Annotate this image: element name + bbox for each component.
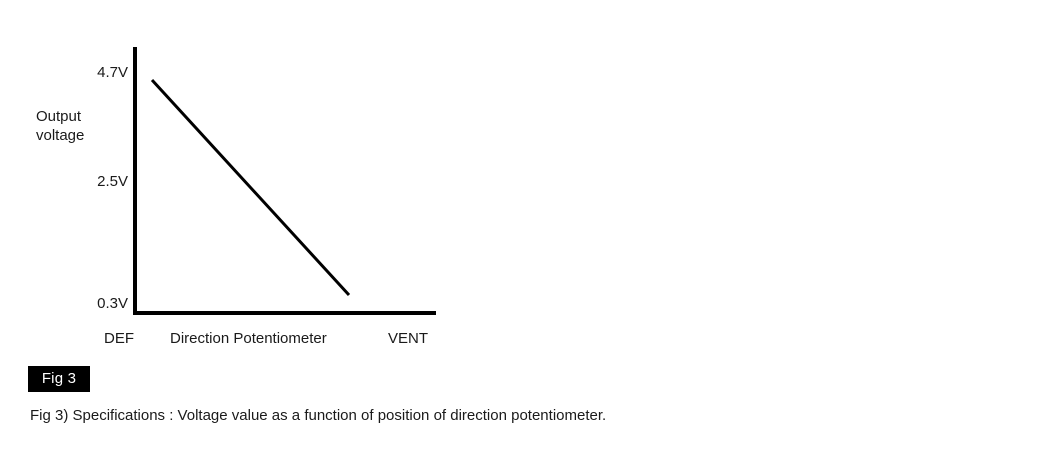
chart-plot-area: [133, 47, 436, 315]
figure-caption: Fig 3) Specifications : Voltage value as…: [30, 407, 607, 424]
y-axis-tick-label-bottom: 0.3V: [97, 295, 128, 312]
figure-number-badge: Fig 3: [28, 366, 90, 392]
x-axis-tick-label-def: DEF: [104, 330, 134, 347]
x-axis-title: Direction Potentiometer: [170, 330, 327, 347]
data-line-output-voltage: [150, 78, 351, 297]
y-axis-tick-label-middle: 2.5V: [97, 173, 128, 190]
y-axis-title: Output voltage: [36, 107, 128, 145]
x-axis-tick-label-vent: VENT: [388, 330, 429, 347]
y-axis-tick-label-top: 4.7V: [97, 64, 128, 81]
y-axis-title-line-2: voltage: [36, 127, 85, 144]
y-axis-title-line-1: Output: [36, 108, 82, 125]
figure-chart: 4.7V Output voltage 2.5V 0.3V DEF Direct…: [0, 0, 500, 360]
